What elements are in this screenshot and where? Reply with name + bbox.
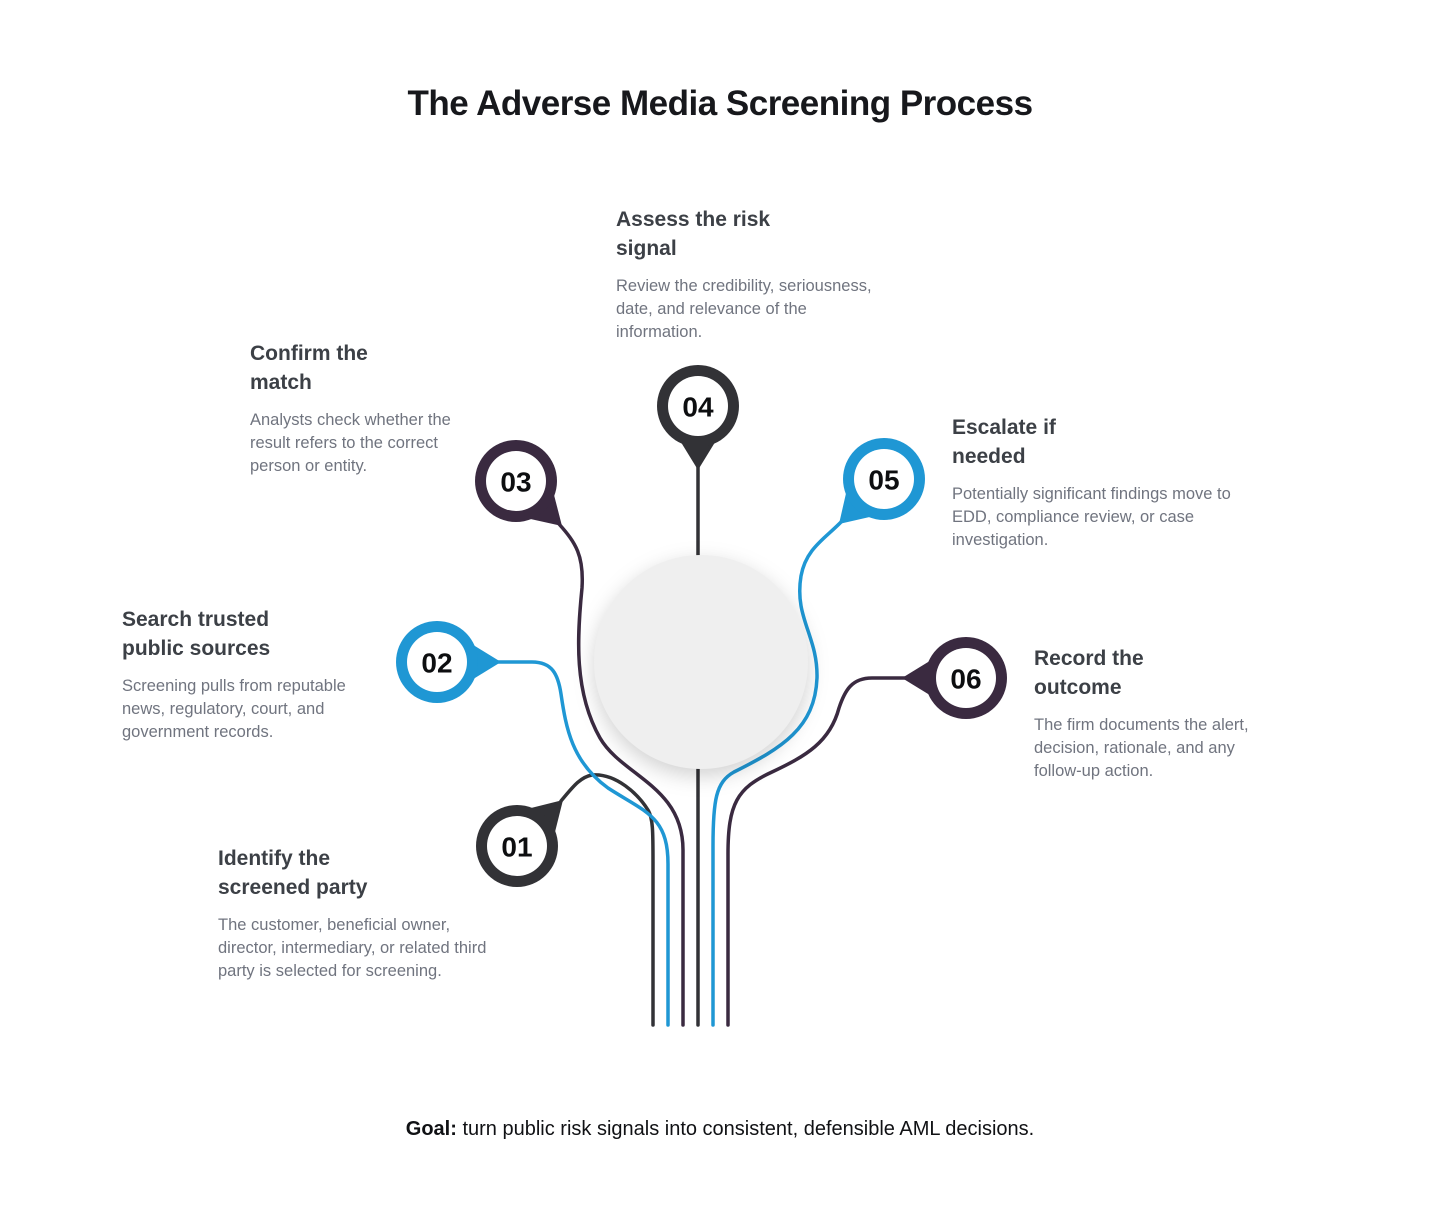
step-title-02: Search trusted public sources xyxy=(122,608,271,660)
step-node-03: 03 xyxy=(475,440,562,526)
step-block-06: Record the outcome The firm documents th… xyxy=(1034,645,1286,784)
step-block-01: Identify the screened party The customer… xyxy=(218,845,503,984)
pin-inner xyxy=(854,449,914,509)
step-description-01: The customer, beneficial owner, director… xyxy=(218,915,487,981)
step-description-04: Review the credibility, seriousness, dat… xyxy=(616,276,872,342)
step-number-02: 02 xyxy=(421,648,452,679)
step-node-04: 04 xyxy=(657,365,739,470)
step-title-03: Confirm the match xyxy=(250,342,368,394)
pin-tail xyxy=(470,643,501,681)
connector-step-01 xyxy=(559,773,655,1027)
step-block-04: Assess the risk signal Review the credib… xyxy=(616,206,888,345)
step-node-01: 01 xyxy=(476,800,563,887)
step-number-05: 05 xyxy=(868,465,899,496)
goal-label: Goal: xyxy=(405,1118,457,1140)
step-description-02: Screening pulls from reputable news, reg… xyxy=(122,676,346,742)
step-node-02: 02 xyxy=(396,621,501,703)
center-hub-circle xyxy=(594,555,808,769)
pin-inner xyxy=(936,648,996,708)
connector-step-03 xyxy=(557,522,685,1027)
step-title-01: Identify the screened party xyxy=(218,847,368,899)
step-block-02: Search trusted public sources Screening … xyxy=(122,606,384,745)
step-number-01: 01 xyxy=(501,832,532,863)
step-number-06: 06 xyxy=(950,664,981,695)
step-title-04: Assess the risk signal xyxy=(616,208,771,260)
pin-inner xyxy=(486,451,546,511)
pin-inner xyxy=(407,632,467,692)
step-block-03: Confirm the match Analysts check whether… xyxy=(250,340,485,479)
step-description-05: Potentially significant findings move to… xyxy=(952,484,1231,550)
step-description-06: The firm documents the alert, decision, … xyxy=(1034,715,1249,781)
step-node-05: 05 xyxy=(839,438,925,524)
step-title-05: Escalate if needed xyxy=(952,416,1056,468)
step-title-06: Record the outcome xyxy=(1034,647,1144,699)
pin-tail xyxy=(902,659,933,697)
step-number-03: 03 xyxy=(500,467,531,498)
goal-footer: Goal: turn public risk signals into cons… xyxy=(0,1118,1440,1141)
goal-text: turn public risk signals into consistent… xyxy=(456,1118,1035,1140)
pin-inner xyxy=(487,816,547,876)
connector-step-05 xyxy=(711,519,844,1027)
connector-step-02 xyxy=(496,660,670,1027)
step-block-05: Escalate if needed Potentially significa… xyxy=(952,414,1236,553)
step-description-03: Analysts check whether the result refers… xyxy=(250,410,451,476)
step-number-04: 04 xyxy=(682,392,714,423)
step-node-06: 06 xyxy=(902,637,1007,719)
connector-step-06 xyxy=(726,676,907,1027)
page-title: The Adverse Media Screening Process xyxy=(407,84,1033,123)
pin-tail xyxy=(679,439,717,470)
pin-inner xyxy=(668,376,728,436)
